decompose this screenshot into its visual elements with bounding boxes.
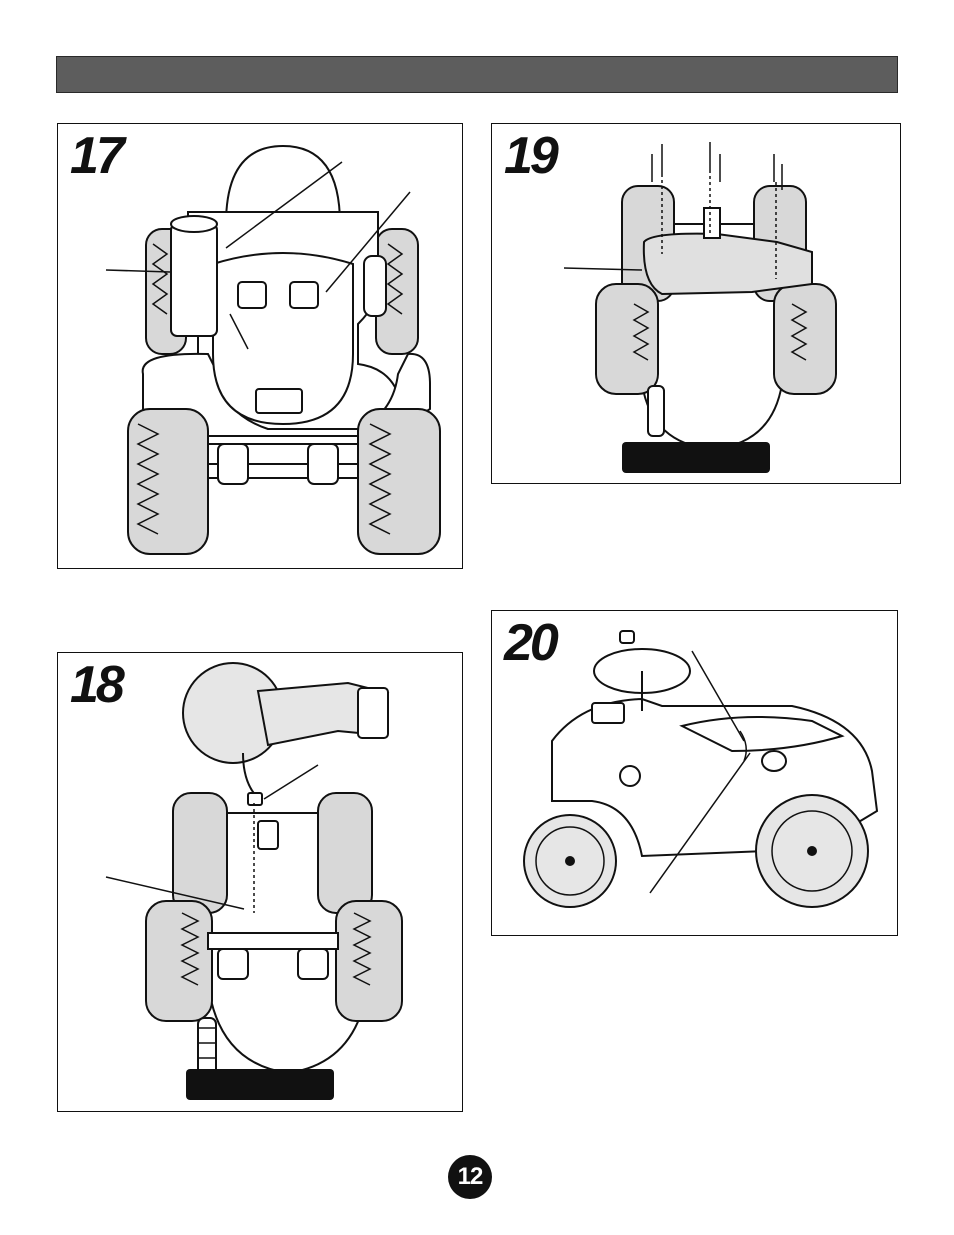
step-17-panel: 17 xyxy=(57,123,463,569)
gearbox-screws-icon xyxy=(492,124,899,482)
header-bar xyxy=(56,56,898,93)
vehicle-rear-top-view-icon xyxy=(58,124,461,567)
vehicle-side-view-icon xyxy=(492,611,896,934)
black-label-box xyxy=(186,1069,334,1100)
black-label-box xyxy=(622,442,770,473)
step-20-panel: 20 xyxy=(491,610,898,936)
gearbox-connection-icon xyxy=(58,653,461,1110)
page-number: 12 xyxy=(448,1155,492,1199)
step-18-panel: 18 xyxy=(57,652,463,1112)
step-19-panel: 19 xyxy=(491,123,901,484)
